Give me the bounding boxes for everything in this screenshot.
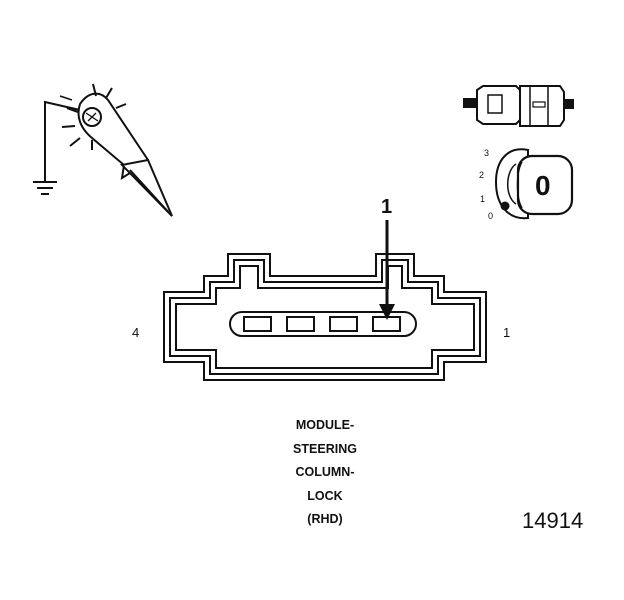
pin-label-right: 1 [503,325,511,340]
key-head-mark: 0 [535,170,551,201]
caption-line: (RHD) [307,512,343,526]
key-position-label: 2 [479,170,485,180]
caption-line: LOCK [307,488,343,503]
figure-number: 14914 [522,508,584,533]
callout-label: 1 [381,196,393,218]
caption-line: MODULE- [295,418,355,432]
module-caption: MODULE- STEERING COLUMN- LOCK (RHD) [250,414,400,532]
pin-label-left: 4 [132,325,140,340]
key-position-label: 1 [480,194,486,204]
caption-line: STEERING [293,441,357,456]
caption-line: COLUMN- [295,465,355,479]
key-position-label: 0 [488,211,494,221]
key-position-label: 3 [484,148,490,158]
